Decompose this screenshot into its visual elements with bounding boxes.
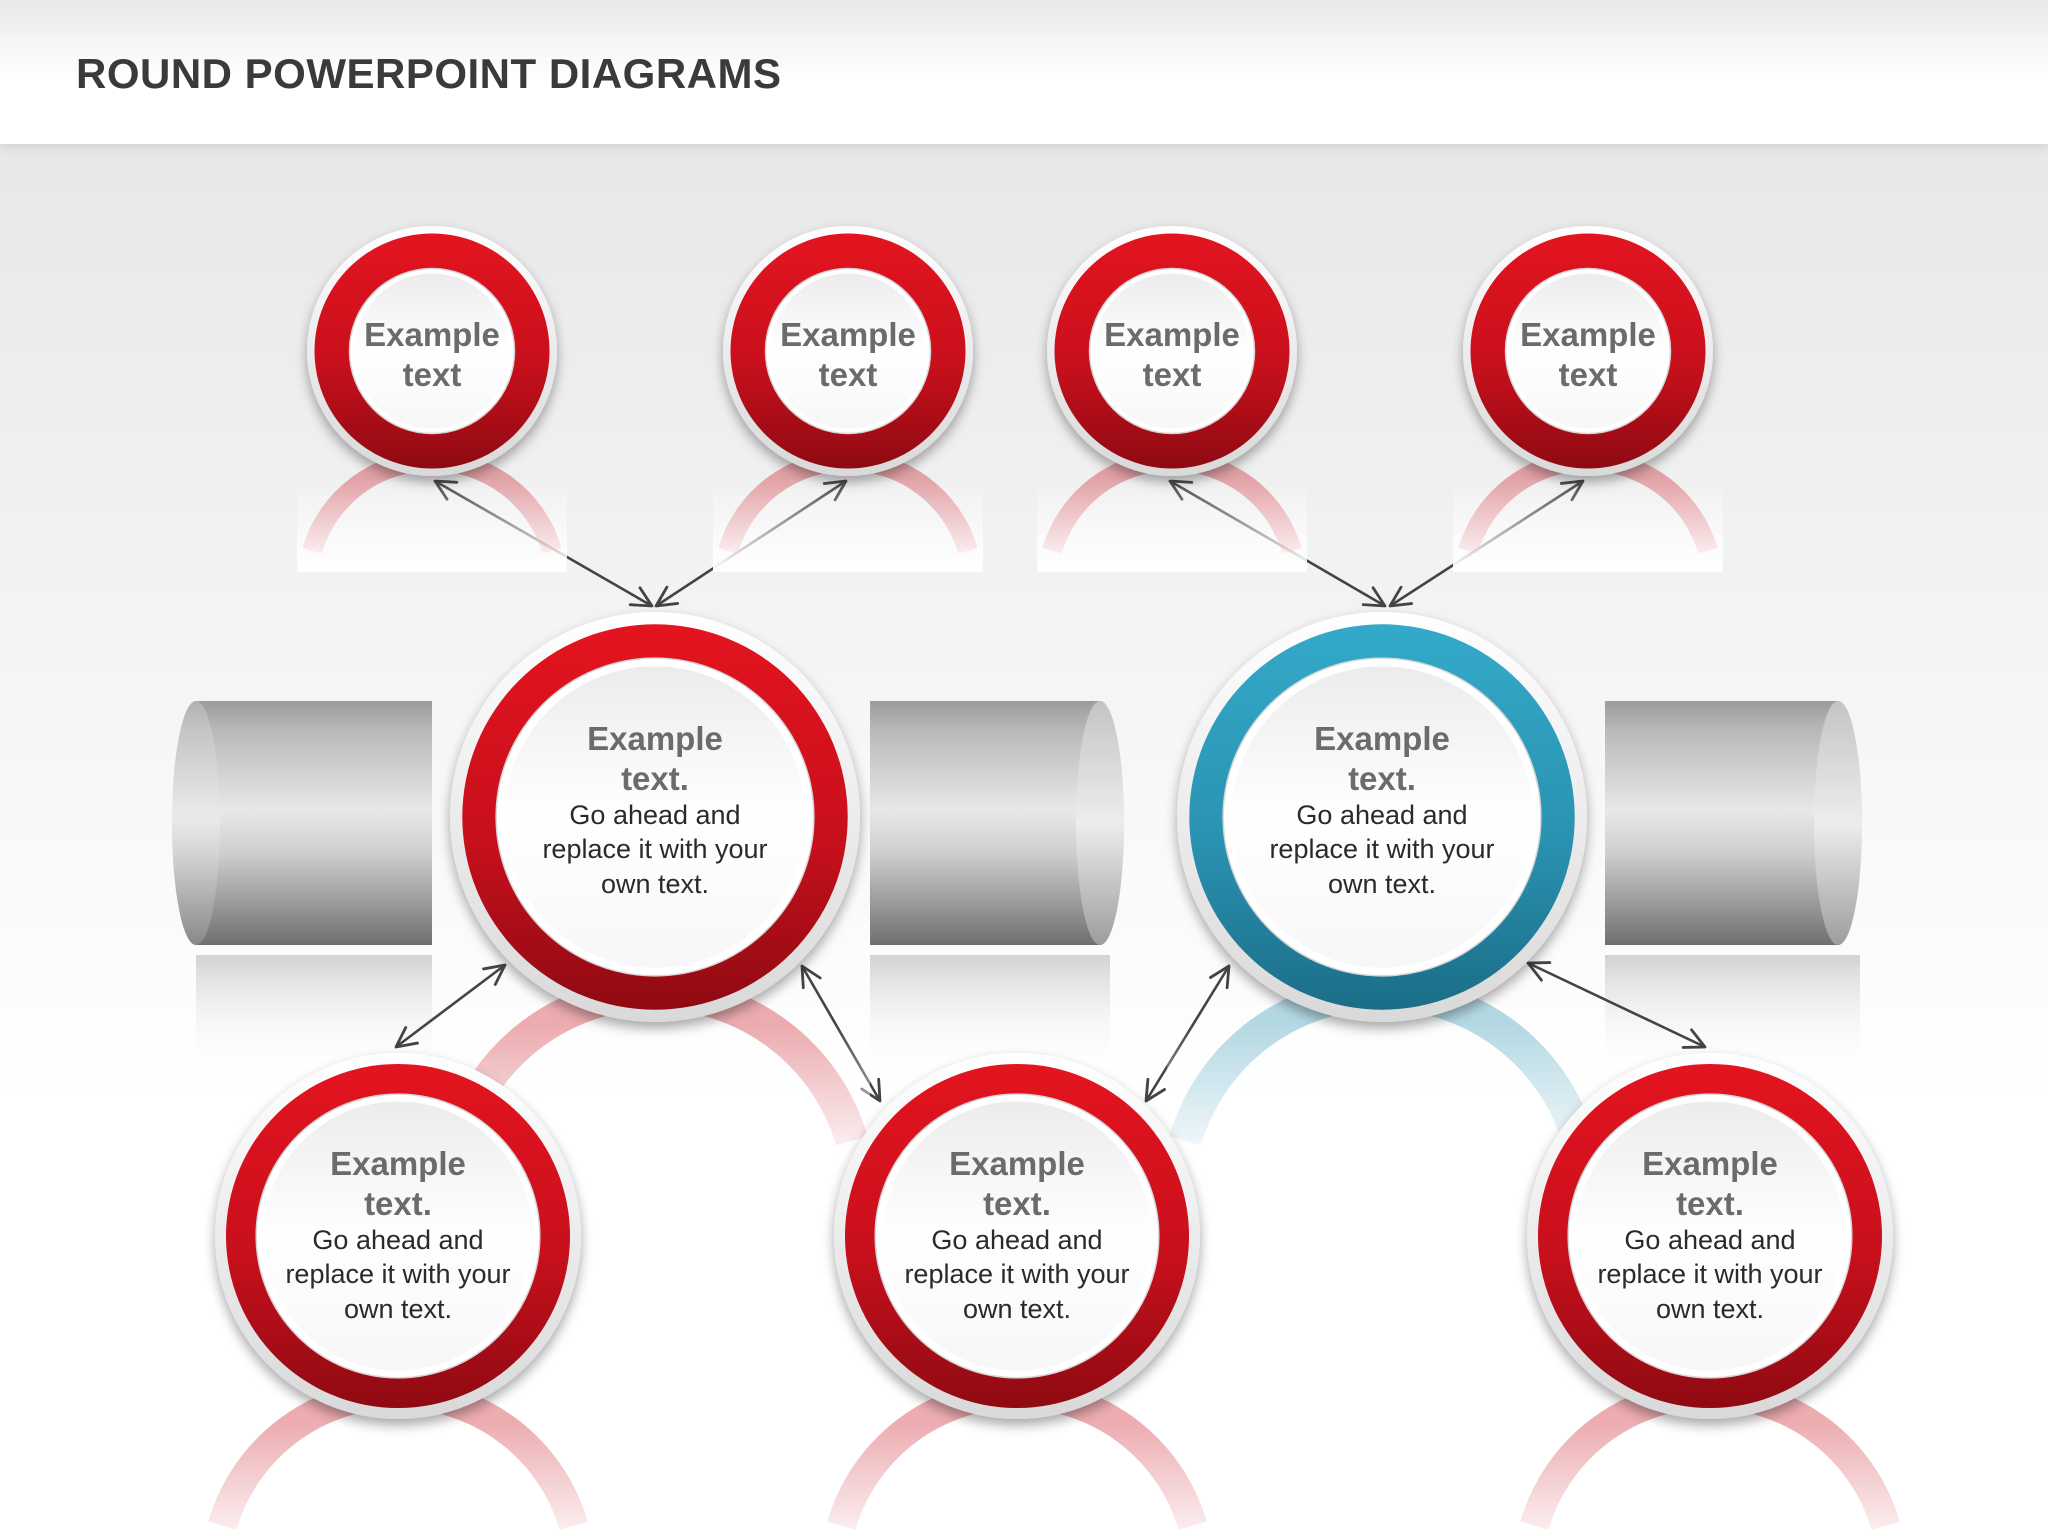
- hub-node-1-label: Example text. Go ahead and replace it wi…: [525, 700, 785, 920]
- top-node-1-ring-reflection: [297, 450, 567, 572]
- bottom-node-3-ring: [1517, 1053, 1903, 1536]
- top-node-3-label: Example text: [1082, 300, 1262, 410]
- header-bar: ROUND POWERPOINT DIAGRAMS: [0, 0, 2048, 144]
- page-title: ROUND POWERPOINT DIAGRAMS: [76, 50, 782, 97]
- top-node-2-ring-reflection: [713, 450, 983, 572]
- bottom-node-1-body: Go ahead and replace it with your own te…: [285, 1225, 511, 1324]
- top-node-4-ring: [1453, 226, 1723, 572]
- hub-node-2-label: Example text. Go ahead and replace it wi…: [1252, 700, 1512, 920]
- hub-node-2-title: Example text.: [1314, 719, 1450, 797]
- top-node-2-label: Example text: [758, 300, 938, 410]
- top-node-3-title: Example text: [1104, 316, 1240, 393]
- top-node-4-label: Example text: [1498, 300, 1678, 410]
- bottom-node-3-label: Example text. Go ahead and replace it wi…: [1580, 1125, 1840, 1345]
- bottom-node-2-ring: [824, 1053, 1210, 1536]
- bottom-node-2-body: Go ahead and replace it with your own te…: [904, 1225, 1130, 1324]
- top-node-3-ring: [1037, 226, 1307, 572]
- bottom-node-2-title: Example text.: [949, 1144, 1085, 1222]
- bottom-node-2-label: Example text. Go ahead and replace it wi…: [887, 1125, 1147, 1345]
- bottom-node-1-ring: [205, 1053, 591, 1536]
- top-node-2-ring: [713, 226, 983, 572]
- hub-node-2-ring: [1167, 612, 1597, 1178]
- cylinder-middle: [870, 701, 1124, 1070]
- connector-hub2-bottom3: [1526, 961, 1707, 1049]
- hub-node-2-ring-reflection: [1167, 976, 1597, 1178]
- bottom-node-1-title: Example text.: [330, 1144, 466, 1222]
- top-node-4-title: Example text: [1520, 316, 1656, 393]
- hub-node-1-body: Go ahead and replace it with your own te…: [542, 800, 768, 899]
- bottom-node-3-body: Go ahead and replace it with your own te…: [1597, 1225, 1823, 1324]
- connector-hub1-bottom1: [394, 963, 507, 1049]
- top-node-3-ring-reflection: [1037, 450, 1307, 572]
- hub-node-1-ring: [440, 612, 870, 1178]
- bottom-node-1-label: Example text. Go ahead and replace it wi…: [268, 1125, 528, 1345]
- top-node-1-label: Example text: [342, 300, 522, 410]
- top-node-4-ring-reflection: [1453, 450, 1723, 572]
- cylinder-left: [172, 701, 432, 1070]
- top-node-1-ring: [297, 226, 567, 572]
- hub-node-1-title: Example text.: [587, 719, 723, 797]
- top-node-2-title: Example text: [780, 316, 916, 393]
- top-node-1-title: Example text: [364, 316, 500, 393]
- hub-node-2-body: Go ahead and replace it with your own te…: [1269, 800, 1495, 899]
- ring-nodes: [205, 226, 1903, 1536]
- cylinder-right: [1605, 701, 1862, 1070]
- bottom-node-3-title: Example text.: [1642, 1144, 1778, 1222]
